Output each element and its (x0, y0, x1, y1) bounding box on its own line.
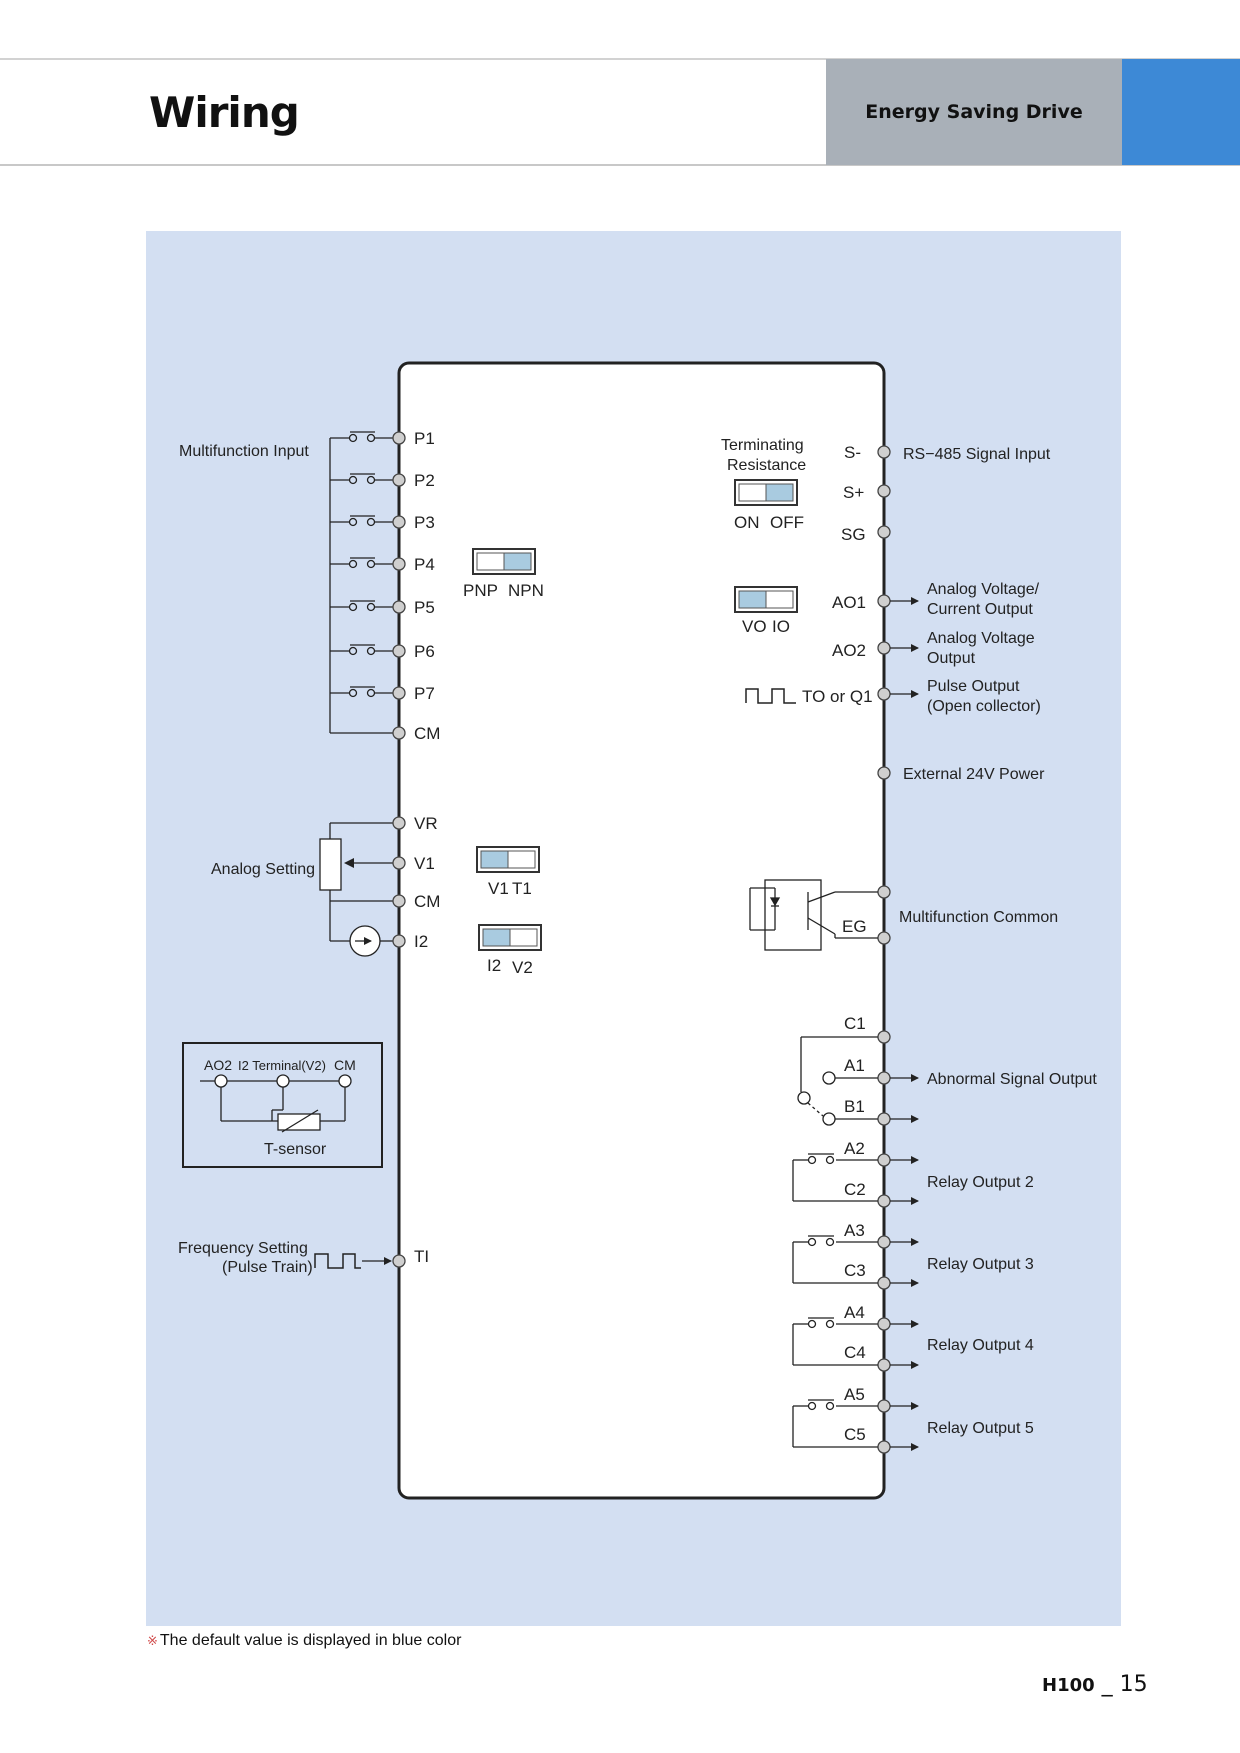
abnormal-signal-label: Abnormal Signal Output (927, 1071, 1097, 1088)
ao1-label-2: Current Output (927, 601, 1033, 618)
accent-block (1122, 59, 1240, 165)
terminal-ti: TI (414, 1247, 429, 1266)
switch-terminating-resistance[interactable] (734, 479, 798, 506)
tsensor-i2-terminal: I2 Terminal(V2) (238, 1058, 326, 1073)
page-model: H100 (1042, 1675, 1095, 1696)
multifunction-input-label: Multifunction Input (179, 443, 309, 460)
relay-output-2 (792, 1153, 919, 1205)
analog-wiring (319, 822, 393, 957)
analog-setting-label: Analog Setting (211, 861, 315, 878)
tsensor-label: T-sensor (264, 1141, 327, 1158)
terminal-a2: A2 (844, 1139, 865, 1158)
header-bottom-rule (0, 164, 1240, 166)
relay-output-3 (792, 1235, 919, 1287)
relay-output-3-label: Relay Output 3 (927, 1256, 1034, 1273)
terminal-a3: A3 (844, 1221, 865, 1240)
switch-pnp-npn[interactable] (472, 548, 536, 575)
terminal-c4: C4 (844, 1343, 866, 1362)
tsensor-ao2: AO2 (204, 1057, 232, 1073)
terminal-vr: VR (414, 814, 438, 833)
switch-vo-io[interactable] (734, 586, 798, 613)
relay-output-5 (792, 1399, 919, 1451)
terminal-p1: P1 (414, 429, 435, 448)
tsensor-box (182, 1042, 383, 1168)
switch-vo-label: VO (742, 617, 767, 636)
relay-output-4 (792, 1317, 919, 1369)
switch-i2-v2[interactable] (478, 924, 542, 951)
input-terminals (392, 431, 406, 740)
rs485-label: RS−485 Signal Input (903, 446, 1051, 463)
terminal-s-minus: S- (844, 443, 861, 462)
terminal-p2: P2 (414, 471, 435, 490)
switch-v2-label: V2 (512, 958, 533, 977)
terminal-p6: P6 (414, 642, 435, 661)
page-number-value: 15 (1119, 1672, 1148, 1697)
page-separator: _ (1094, 1672, 1120, 1697)
header-top-rule (0, 58, 1240, 60)
terminating-resistance-label: Terminating (721, 437, 804, 454)
switch-v1-t1[interactable] (476, 846, 540, 873)
terminal-a4: A4 (844, 1303, 865, 1322)
tsensor-cm: CM (334, 1057, 356, 1073)
multifunction-common-label: Multifunction Common (899, 909, 1058, 926)
terminal-b1: B1 (844, 1097, 865, 1116)
switch-i2-label: I2 (487, 956, 501, 975)
pulse-output-label-2: (Open collector) (927, 698, 1041, 715)
pulse-train-icon (314, 1253, 361, 1269)
terminal-cm-analog: CM (414, 892, 440, 911)
terminal-eg: EG (842, 917, 867, 936)
analog-terminals (392, 816, 406, 948)
terminal-p7: P7 (414, 684, 435, 703)
product-name: Energy Saving Drive (865, 101, 1083, 123)
tsensor-wiring (200, 1074, 352, 1133)
terminal-i2: I2 (414, 932, 428, 951)
switch-on-label: ON (734, 513, 760, 532)
drive-body (397, 361, 886, 1500)
input-switches (330, 431, 393, 734)
terminal-v1: V1 (414, 854, 435, 873)
pulse-train-label: (Pulse Train) (222, 1259, 313, 1276)
frequency-setting-label: Frequency Setting (178, 1240, 308, 1257)
terminal-c5: C5 (844, 1425, 866, 1444)
ao1-label: Analog Voltage/ (927, 581, 1040, 598)
page-number: H100 _ 15 (1042, 1672, 1148, 1697)
terminal-c1: C1 (844, 1014, 866, 1033)
footnote-mark: ※ (147, 1633, 158, 1648)
footnote: ※The default value is displayed in blue … (147, 1632, 461, 1650)
switch-npn-label: NPN (508, 581, 544, 600)
relay-output-2-label: Relay Output 2 (927, 1174, 1034, 1191)
terminal-c2: C2 (844, 1180, 866, 1199)
switch-t1-label: T1 (512, 879, 532, 898)
optocoupler-icon (749, 879, 878, 951)
switch-off-label: OFF (770, 513, 804, 532)
terminating-resistance-label-2: Resistance (727, 457, 806, 474)
fault-relay-wiring (797, 1036, 878, 1126)
relay-output-4-label: Relay Output 4 (927, 1337, 1034, 1354)
ao2-label: Analog Voltage (927, 630, 1035, 647)
terminal-ao2: AO2 (832, 641, 866, 660)
page-title: Wiring (149, 88, 300, 137)
relay-output-5-label: Relay Output 5 (927, 1420, 1034, 1437)
switch-v1-label: V1 (488, 879, 509, 898)
terminal-cm: CM (414, 724, 440, 743)
footnote-text: The default value is displayed in blue c… (159, 1632, 462, 1649)
product-banner: Energy Saving Drive (826, 59, 1122, 165)
external-24v-label: External 24V Power (903, 766, 1045, 783)
terminal-ao1: AO1 (832, 593, 866, 612)
terminal-p5: P5 (414, 598, 435, 617)
terminal-p3: P3 (414, 513, 435, 532)
terminal-p4: P4 (414, 555, 435, 574)
pulse-output-label: Pulse Output (927, 678, 1020, 695)
terminal-sg: SG (841, 525, 866, 544)
terminal-a5: A5 (844, 1385, 865, 1404)
terminal-s-plus: S+ (843, 483, 864, 502)
terminal-a1: A1 (844, 1056, 865, 1075)
terminal-to-q1: TO or Q1 (802, 687, 873, 706)
ao2-label-2: Output (927, 650, 976, 667)
switch-io-label: IO (772, 617, 790, 636)
terminal-c3: C3 (844, 1261, 866, 1280)
switch-pnp-label: PNP (463, 581, 498, 600)
pulse-output-icon (745, 688, 796, 704)
